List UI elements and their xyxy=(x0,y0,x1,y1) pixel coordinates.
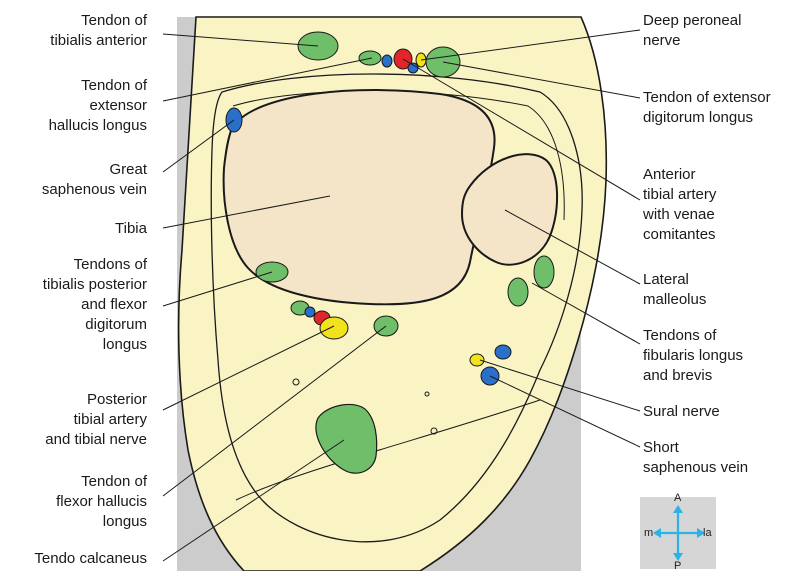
label-tibia: Tibia xyxy=(115,219,147,239)
label-great-saphenous-vein: Great saphenous vein xyxy=(42,160,147,200)
label-lateral-malleolus: Lateral malleolus xyxy=(643,270,706,310)
label-tendons-fibularis: Tendons of fibularis longus and brevis xyxy=(643,326,743,386)
tibial-nerve xyxy=(320,317,348,339)
label-tendo-calcaneus: Tendo calcaneus xyxy=(34,549,147,569)
fibularis-brevis-tendon xyxy=(534,256,554,288)
label-posterior-tibial-artery-nerve: Posterior tibial artery and tibial nerve xyxy=(45,390,147,450)
label-anterior-tibial-artery: Anterior tibial artery with venae comita… xyxy=(643,165,716,245)
orientation-lateral: la xyxy=(703,527,712,539)
label-tendon-extensor-digitorum-longus: Tendon of extensor digitorum longus xyxy=(643,88,771,128)
orientation-medial: m xyxy=(644,527,653,539)
label-tendon-extensor-hallucis-longus: Tendon of extensor hallucis longus xyxy=(49,76,147,136)
label-tendon-flexor-hallucis-longus: Tendon of flexor hallucis longus xyxy=(56,472,147,532)
short-saphenous-vein-2 xyxy=(495,345,511,359)
fibularis-longus-tendon xyxy=(508,278,528,306)
venae-comitantes-1 xyxy=(382,55,392,67)
orientation-posterior: P xyxy=(674,560,681,572)
sural-nerve xyxy=(470,354,484,366)
orientation-anterior: A xyxy=(674,492,681,504)
label-deep-peroneal-nerve: Deep peroneal nerve xyxy=(643,11,741,51)
label-tendon-tibialis-anterior: Tendon of tibialis anterior xyxy=(50,11,147,51)
label-short-saphenous-vein: Short saphenous vein xyxy=(643,438,748,478)
label-tendons-tibialis-posterior-fdl: Tendons of tibialis posterior and flexor… xyxy=(43,255,147,355)
posterior-tibial-vein xyxy=(305,307,315,317)
label-sural-nerve: Sural nerve xyxy=(643,402,720,422)
